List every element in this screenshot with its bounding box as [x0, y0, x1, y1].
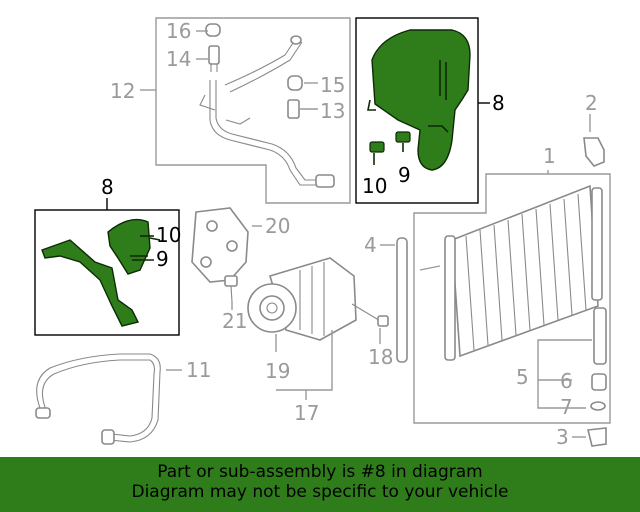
- part-14-valve: [208, 45, 220, 72]
- label-15: 15: [320, 73, 345, 97]
- label-3: 3: [556, 425, 569, 449]
- part-10-fitting: [369, 141, 385, 165]
- part-7-oring: [590, 401, 606, 411]
- label-7: 7: [560, 395, 573, 419]
- part-21-bolt: [224, 275, 238, 310]
- label-10-top: 10: [362, 174, 387, 198]
- part-20-bracket: [191, 207, 262, 283]
- line-assembly-12: [199, 35, 335, 188]
- label-1: 1: [543, 144, 556, 168]
- part-3-bracket: [572, 427, 607, 447]
- highlighted-hose-assembly-8-top: [367, 29, 471, 171]
- condenser-core: [444, 184, 603, 361]
- label-11: 11: [186, 358, 211, 382]
- label-8-left: 8: [101, 175, 114, 199]
- part-4-seal: [380, 237, 408, 363]
- label-14: 14: [166, 47, 191, 71]
- label-9-top: 9: [398, 163, 411, 187]
- label-10-left: 10: [156, 223, 181, 247]
- label-19: 19: [265, 359, 290, 383]
- label-12: 12: [110, 79, 135, 103]
- part-2-bracket: [583, 114, 605, 167]
- label-6: 6: [560, 369, 573, 393]
- part-6-plug: [591, 373, 607, 391]
- part-9-fitting: [395, 131, 411, 152]
- label-16: 16: [166, 19, 191, 43]
- label-17: 17: [294, 401, 319, 425]
- box-8-top: [355, 17, 490, 204]
- part-15-cap: [287, 75, 303, 91]
- label-5: 5: [516, 365, 529, 389]
- part-11-line: [35, 353, 182, 445]
- label-4: 4: [364, 233, 377, 257]
- part-5-filter: [593, 307, 607, 365]
- part-19-compressor: [247, 257, 357, 352]
- label-8-top: 8: [492, 91, 505, 115]
- label-9-left: 9: [156, 247, 169, 271]
- label-20: 20: [265, 214, 290, 238]
- label-2: 2: [585, 91, 598, 115]
- box-8-left: [34, 198, 180, 336]
- banner-line-2: Diagram may not be specific to your vehi…: [131, 482, 509, 502]
- part-13-valve: [287, 99, 300, 119]
- label-21: 21: [222, 309, 247, 333]
- banner-line-1: Part or sub-assembly is #8 in diagram: [157, 462, 483, 482]
- part-16-cap: [205, 23, 221, 37]
- part-17-bracket-line: [276, 330, 333, 400]
- label-18: 18: [368, 345, 393, 369]
- info-banner: Part or sub-assembly is #8 in diagram Di…: [0, 457, 640, 512]
- box-12: [140, 17, 351, 204]
- label-13: 13: [320, 99, 345, 123]
- part-18-bolt: [351, 303, 389, 344]
- box-1-condenser: [413, 170, 611, 424]
